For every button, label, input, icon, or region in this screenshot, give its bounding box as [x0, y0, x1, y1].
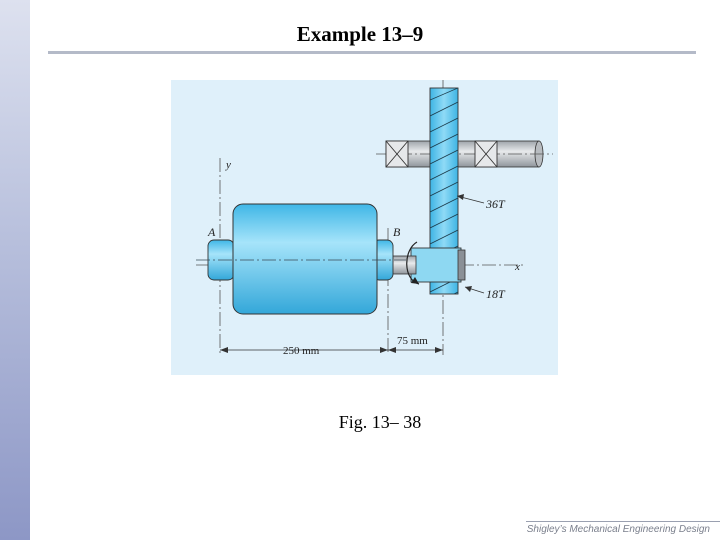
dimension-75-label: 75 mm	[397, 335, 428, 347]
roller-drum	[207, 203, 394, 315]
footer-divider	[526, 521, 720, 522]
x-axis-label: x	[514, 261, 520, 273]
gear-36t-label: 36T	[485, 197, 506, 211]
slide-title: Example 13–9	[296, 22, 424, 46]
gear-shaft-figure: y x A B 36T 18T 250 mm 75 mm	[171, 80, 558, 375]
footer-text: Shigley’s Mechanical Engineering Design	[526, 524, 710, 535]
sidebar-gradient	[0, 0, 30, 540]
upper-bearing-left	[385, 140, 409, 168]
gear-18t-hub	[457, 249, 466, 281]
y-axis-label: y	[225, 159, 231, 171]
dimension-250-label: 250 mm	[283, 345, 320, 357]
upper-bearing-right	[474, 140, 498, 168]
point-a-label: A	[207, 225, 216, 239]
title-divider	[48, 51, 696, 54]
gear-18t-label: 18T	[486, 287, 506, 301]
gear-18t	[410, 247, 462, 283]
figure-caption: Fig. 13– 38	[338, 412, 422, 432]
point-b-label: B	[393, 225, 401, 239]
